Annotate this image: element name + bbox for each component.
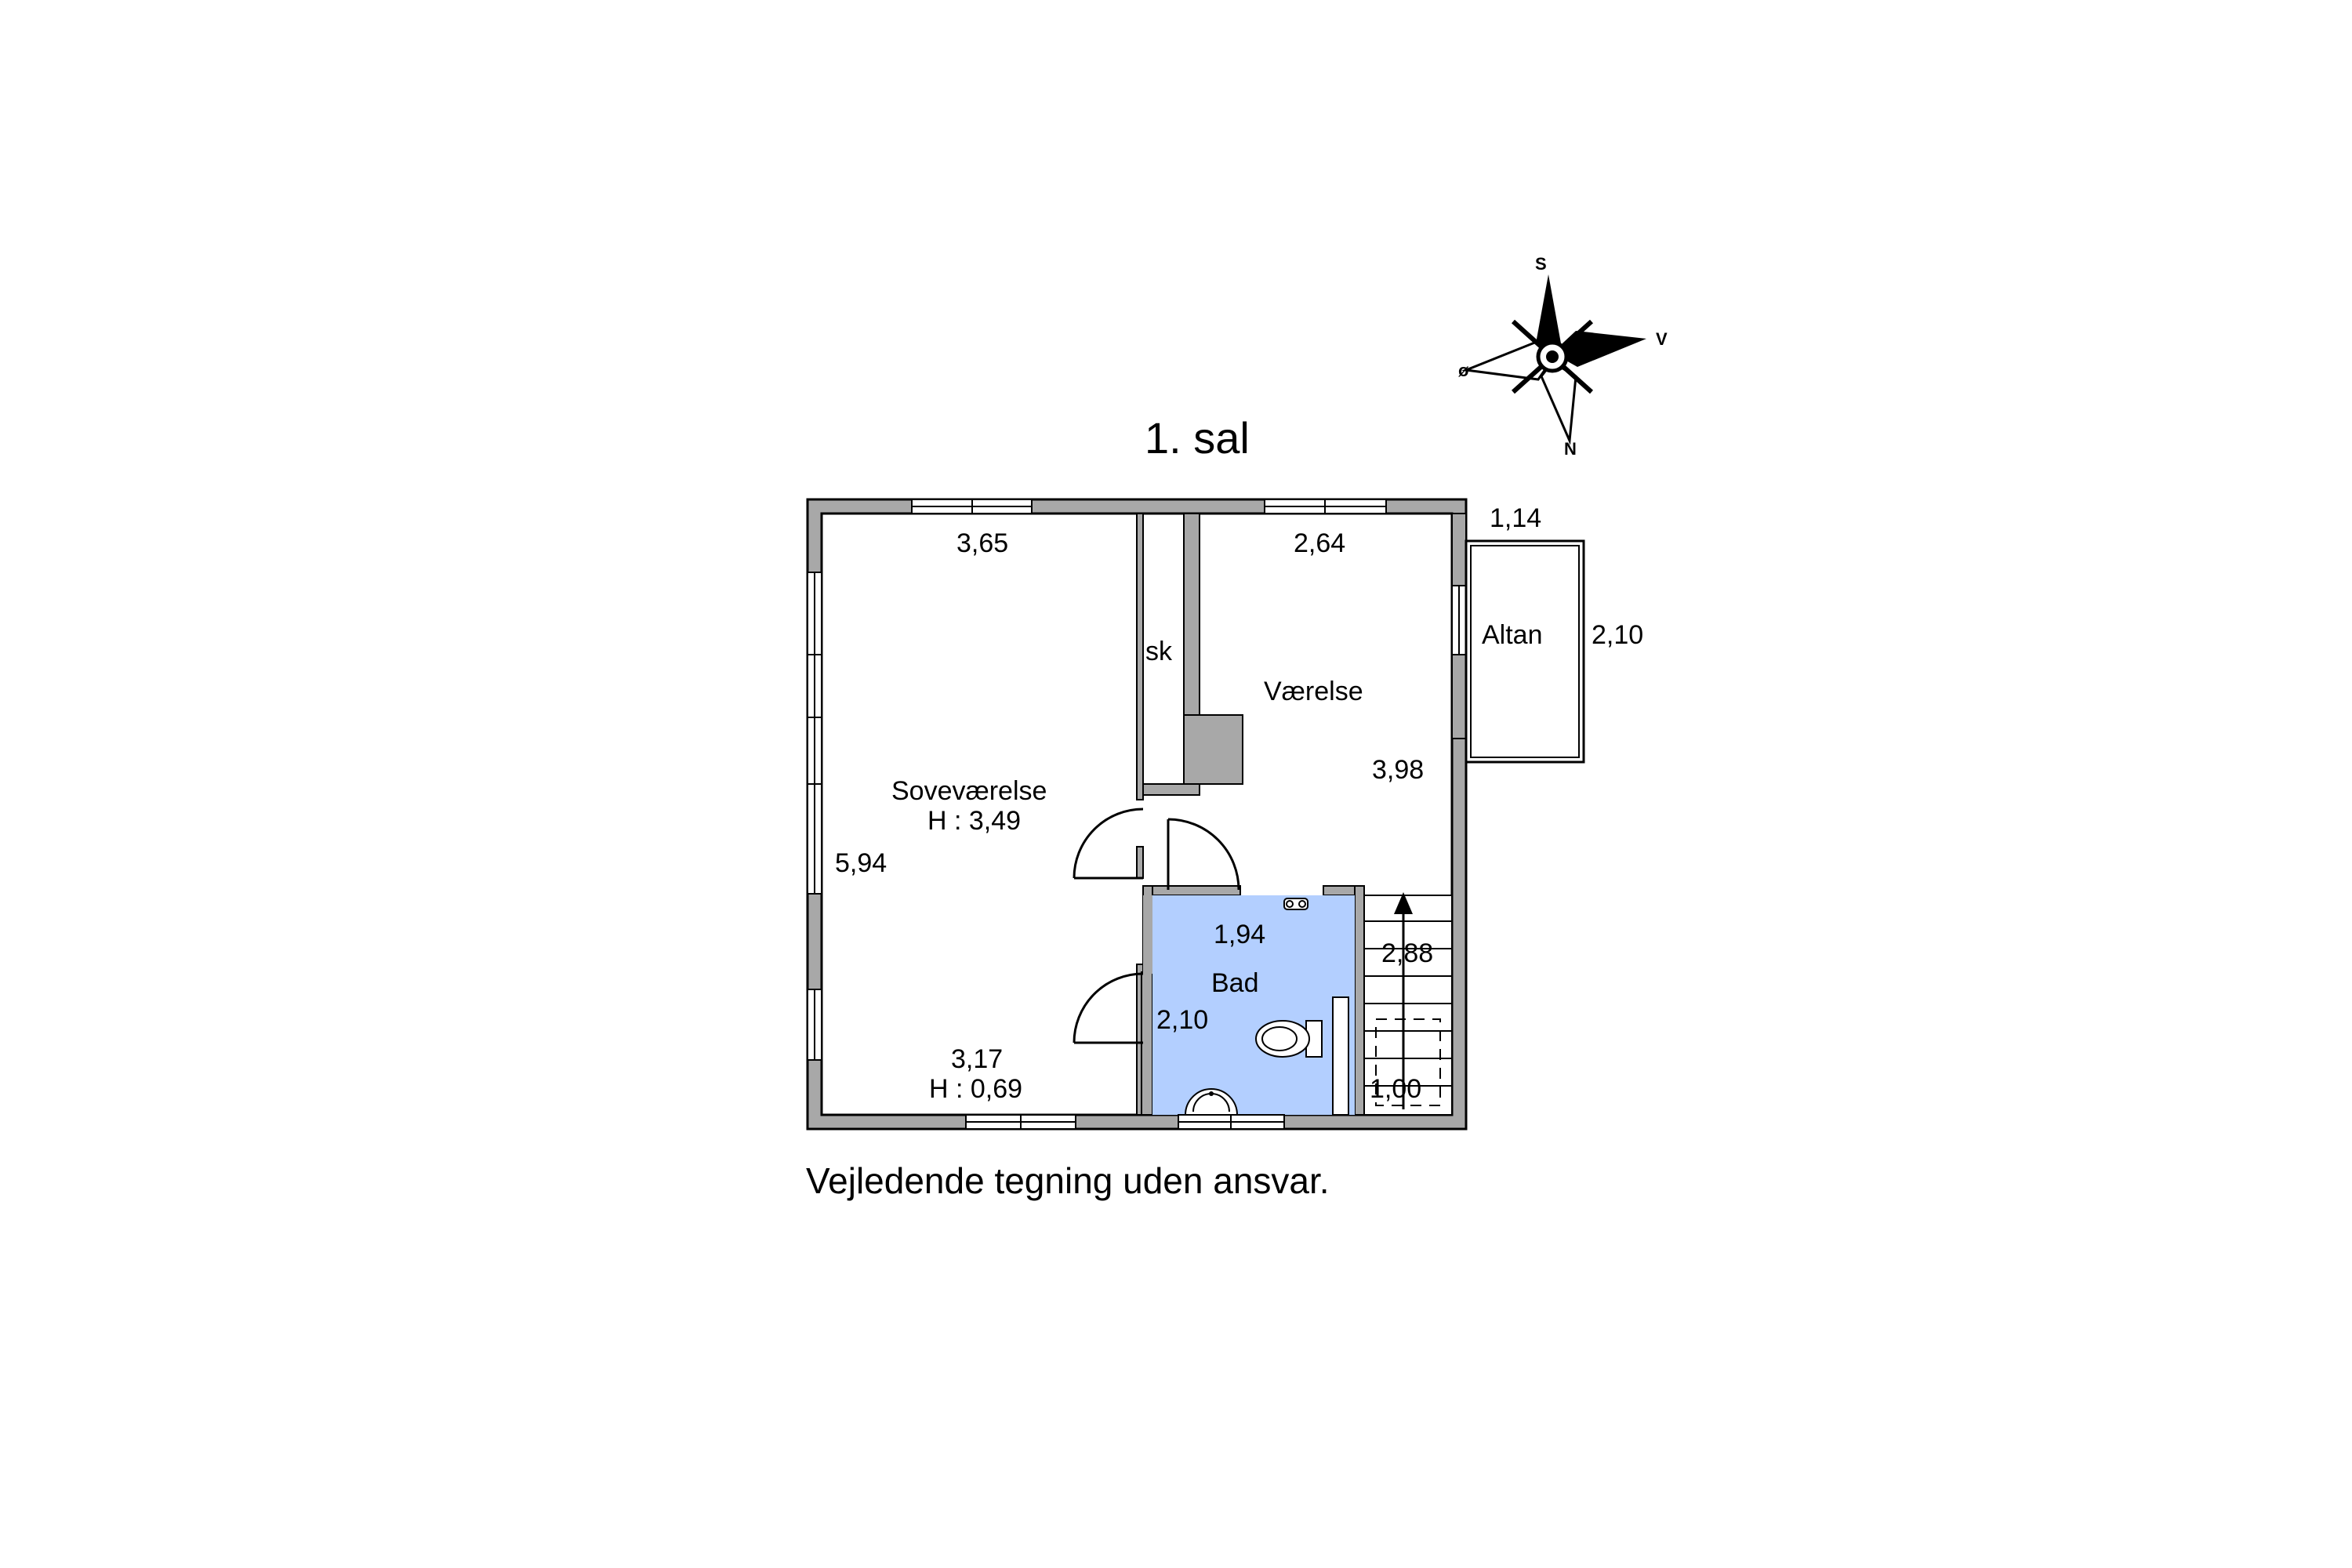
- window-icon: [807, 989, 822, 1061]
- bath-name: Bad: [1211, 968, 1259, 998]
- balcony-depth: 2,10: [1592, 620, 1643, 650]
- windows: [807, 499, 1467, 1130]
- window-icon: [807, 572, 822, 895]
- door-swing-icon: [1073, 808, 1144, 880]
- bedroom-width-bottom: 3,17: [951, 1044, 1003, 1074]
- floor-title: 1. sal: [1145, 413, 1250, 463]
- bedroom-width-top: 3,65: [956, 528, 1008, 558]
- window-icon: [1178, 1114, 1285, 1130]
- window-icon: [1451, 585, 1467, 655]
- room-name: Værelse: [1264, 677, 1363, 706]
- window-icon: [965, 1114, 1076, 1130]
- door-swing-icon: [1073, 972, 1144, 1044]
- balcony-name: Altan: [1482, 620, 1543, 650]
- window-icon: [911, 499, 1033, 514]
- bedroom-depth: 5,94: [835, 848, 887, 878]
- shower-valve-icon: [1283, 898, 1308, 910]
- stairs-length: 2,88: [1381, 938, 1433, 968]
- toilet-icon: [1255, 1020, 1323, 1058]
- room-labels: 3,65 2,64 1,14 Altan 2,10 sk Værelse 3,9…: [835, 503, 1643, 1104]
- disclaimer-note: Vejledende tegning uden ansvar.: [806, 1160, 1330, 1201]
- bath-depth: 2,10: [1156, 1005, 1208, 1035]
- bath-floor: [1152, 895, 1355, 1115]
- bedroom-height-bottom: H : 0,69: [929, 1074, 1022, 1104]
- balcony: [1465, 539, 1585, 764]
- bedroom-name: Soveværelse: [891, 776, 1047, 806]
- compass-label-v: V: [1656, 329, 1668, 349]
- compass-label-n: N: [1564, 439, 1577, 459]
- compass-needle-west-icon: [1552, 331, 1646, 367]
- room-depth: 3,98: [1372, 755, 1424, 785]
- bath-width: 1,94: [1214, 920, 1265, 949]
- staircase: [1363, 892, 1453, 1116]
- compass-needle-south-icon: [1536, 274, 1561, 361]
- window-icon: [1264, 499, 1387, 514]
- room-width: 2,64: [1294, 528, 1345, 558]
- compass-rose: S V ø N: [1458, 254, 1668, 459]
- balcony-width: 1,14: [1490, 503, 1541, 533]
- sink-icon: [1184, 1088, 1239, 1116]
- closet-name: sk: [1145, 637, 1173, 666]
- compass-label-s: S: [1535, 254, 1547, 274]
- bedroom-height-top: H : 3,49: [927, 806, 1021, 836]
- door-swing-icon: [1167, 818, 1240, 891]
- stairs-width: 1,00: [1370, 1074, 1421, 1104]
- compass-label-o: ø: [1458, 361, 1469, 380]
